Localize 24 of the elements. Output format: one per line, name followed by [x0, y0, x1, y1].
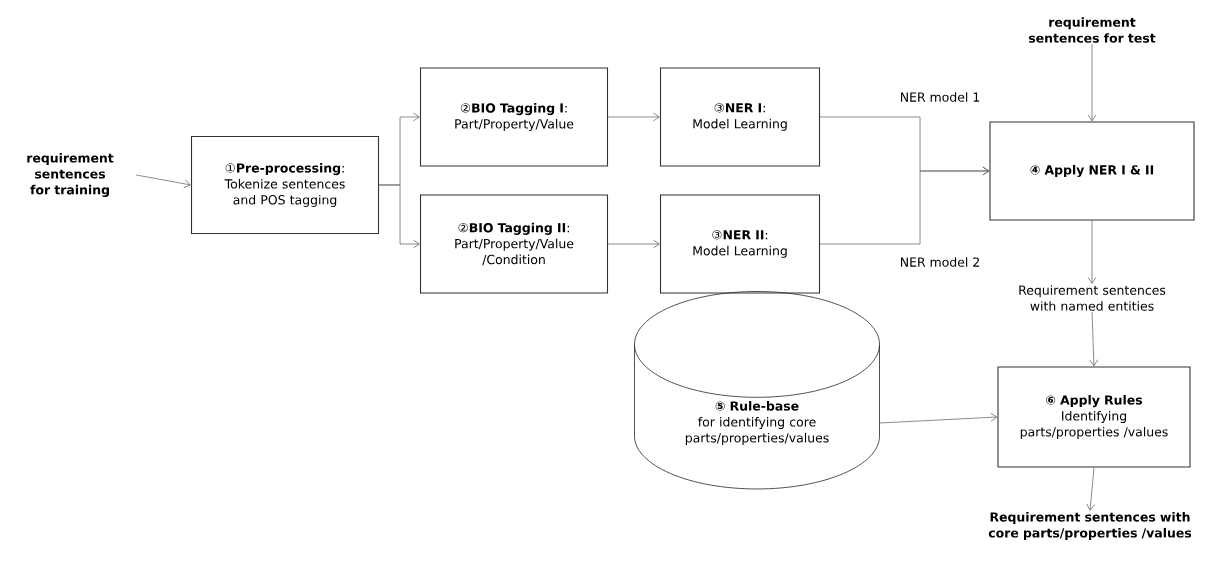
arrow: [607, 239, 660, 249]
text-label: Requirement sentences with core parts/properties /values: [988, 512, 1192, 540]
process-box: ⑥ Apply Rules Identifying parts/properties /values: [997, 366, 1191, 468]
text-label: Requirement sentences with named entities: [1019, 285, 1166, 311]
arrow: [819, 166, 990, 245]
process-box: ③NER II: Model Learning: [659, 194, 821, 294]
arrow: [378, 184, 420, 249]
arrow: [607, 112, 660, 122]
process-box: ②BIO Tagging II: Part/Property/Value /Condition: [419, 194, 609, 294]
arrow: [135, 174, 191, 189]
process-box: ①Pre-processing: Tokenize sentences and POS tagging: [190, 135, 380, 235]
process-box: ②BIO Tagging I: Part/Property/Value: [419, 67, 609, 167]
text-label: requirement sentences for test: [1028, 17, 1156, 43]
database-cylinder: ⑤ Rule-base for identifying core parts/properties/values: [634, 291, 880, 490]
arrow: [1086, 467, 1095, 511]
arrow: [1087, 43, 1097, 122]
process-box: ③NER I: Model Learning: [659, 67, 821, 167]
edge-label: NER model 1: [898, 91, 982, 103]
text-label: requirement sentences for training: [27, 152, 114, 197]
arrow: [879, 413, 998, 424]
arrow: [1089, 311, 1099, 367]
arrow: [1087, 220, 1097, 284]
edge-label: NER model 2: [898, 256, 982, 268]
process-box: ④ Apply NER I & II: [989, 121, 1195, 221]
